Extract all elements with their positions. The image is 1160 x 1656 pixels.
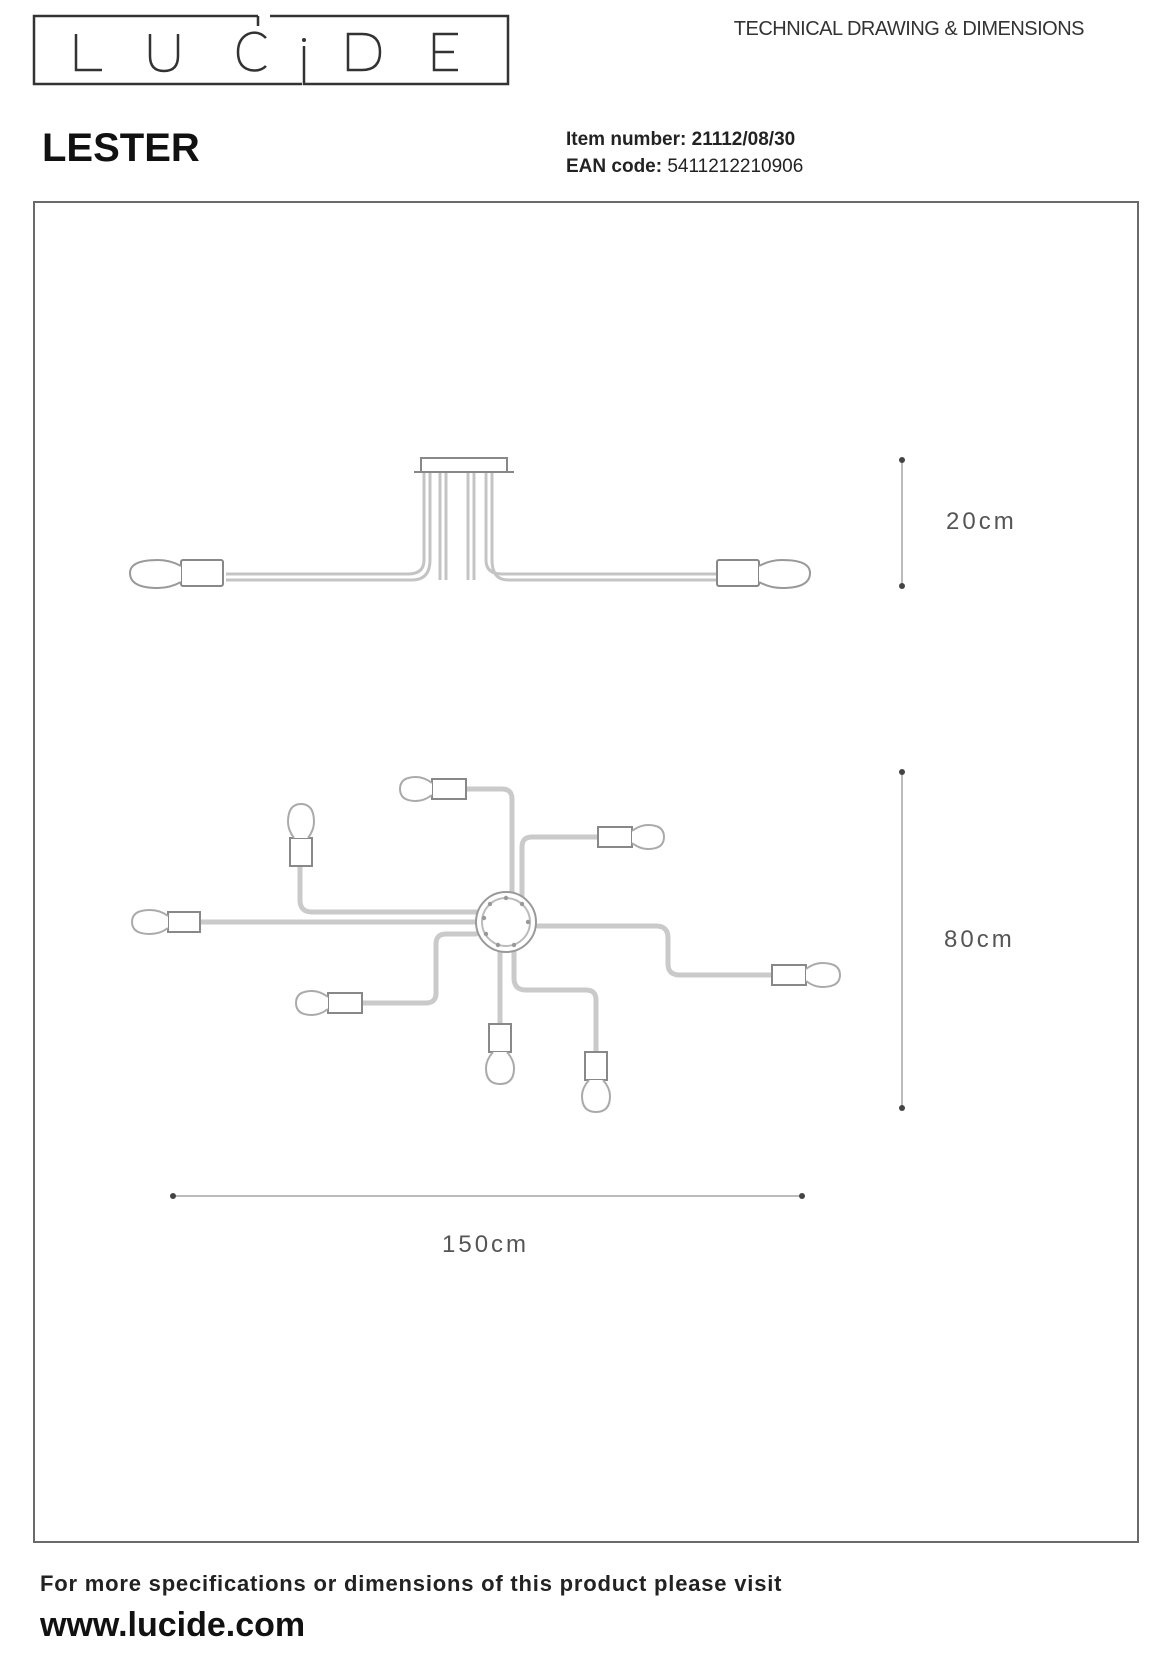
footer-note: For more specifications or dimensions of…	[40, 1571, 783, 1596]
document-type-heading: TECHNICAL DRAWING & DIMENSIONS	[733, 18, 1085, 40]
product-name: LESTER	[42, 126, 200, 170]
lucide-logo: LUCIDE	[32, 12, 510, 92]
item-number-value: 21112/08/30	[691, 129, 796, 150]
height-dimension-label: 20cm	[946, 508, 1017, 535]
ean-row: EAN code: 5411212210906	[566, 153, 803, 180]
item-number-label: Item number:	[566, 129, 687, 150]
item-number-row: Item number: 21112/08/30	[566, 126, 803, 153]
website-link[interactable]: www.lucide.com	[40, 1606, 306, 1644]
lucide-logo-graphic: LUCIDE	[32, 14, 510, 86]
top-view	[130, 775, 842, 1114]
side-view	[128, 457, 812, 590]
technical-drawing	[128, 457, 905, 1199]
product-meta: Item number: 21112/08/30 EAN code: 54112…	[566, 126, 803, 180]
width-dimension-label: 150cm	[442, 1231, 530, 1258]
ean-value: 5411212210906	[667, 156, 804, 177]
ean-label: EAN code:	[566, 156, 663, 177]
height-dimension	[899, 457, 905, 589]
depth-dimension-label: 80cm	[944, 926, 1015, 953]
drawing-frame	[33, 201, 1139, 1543]
depth-dimension	[899, 769, 905, 1111]
width-dimension	[170, 1193, 805, 1199]
